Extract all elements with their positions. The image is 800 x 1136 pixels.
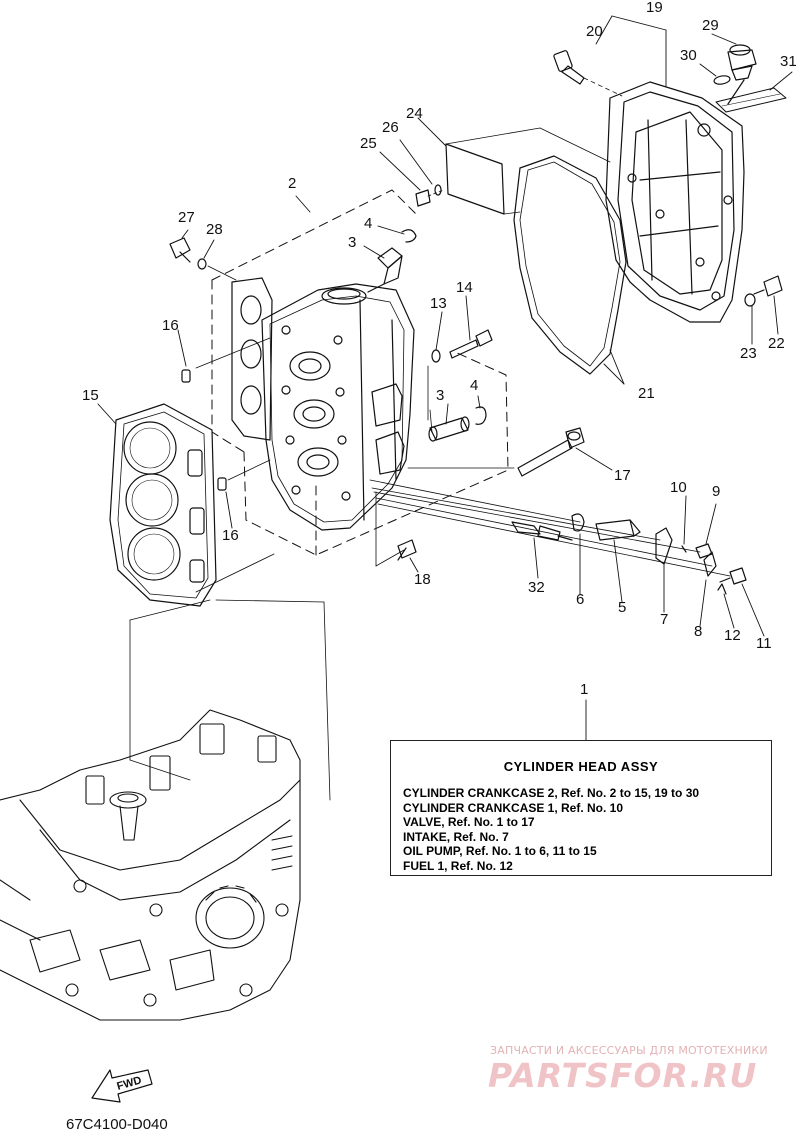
- legend-line: INTAKE, Ref. No. 7: [403, 829, 509, 844]
- callout-23: 23: [740, 345, 757, 362]
- screw-11: [719, 567, 747, 585]
- callout-7: 7: [660, 611, 669, 628]
- callout-30: 30: [680, 47, 697, 64]
- legend-line: CYLINDER CRANKCASE 2, Ref. No. 2 to 15, …: [403, 786, 700, 800]
- plug: [431, 349, 441, 363]
- callout-32: 32: [528, 579, 545, 596]
- washer-28: [197, 258, 207, 270]
- caution-label: [715, 87, 787, 113]
- dowel-pin: [181, 369, 191, 383]
- callout-5: 5: [618, 599, 627, 616]
- callout-4: 4: [470, 377, 479, 394]
- legend-title: CYLINDER HEAD ASSY: [503, 759, 659, 774]
- callout-15: 15: [82, 387, 99, 404]
- assembly-leader-lines: [129, 265, 731, 801]
- callout-12: 12: [724, 627, 741, 644]
- callout-leaders: [97, 15, 793, 741]
- head-bolt-14: [449, 329, 493, 359]
- callout-1: 1: [580, 681, 589, 698]
- callout-31: 31: [780, 53, 797, 70]
- dowel-pin: [217, 477, 227, 491]
- callout-27: 27: [178, 209, 195, 226]
- legend-line: VALVE, Ref. No. 1 to 17: [403, 815, 535, 829]
- cover-plate: [445, 127, 611, 215]
- head-rear-gasket: [231, 277, 273, 441]
- bolt-18: [397, 539, 417, 561]
- fwd-arrow: [91, 1069, 153, 1103]
- valve-clip-right: [475, 406, 487, 425]
- gasket-6: [571, 513, 585, 532]
- clip-12: [717, 583, 727, 595]
- valve-cover: [605, 81, 745, 323]
- plate-screw: [415, 184, 445, 207]
- callout-17: 17: [614, 467, 631, 484]
- head-gasket: [109, 403, 217, 607]
- crankcase-block: [0, 709, 301, 1021]
- cover-gasket: [513, 155, 627, 375]
- bracket-7: [655, 527, 673, 565]
- valve-right: [428, 416, 470, 442]
- legend-lines: CYLINDER CRANKCASE 2, Ref. No. 2 to 15, …: [403, 786, 699, 873]
- callout-19: 19: [646, 0, 663, 16]
- callout-3: 3: [348, 234, 357, 251]
- callout-20: 20: [586, 23, 603, 40]
- callout-3: 3: [436, 387, 445, 404]
- drawing-code: 67C4100-D040: [66, 1116, 168, 1133]
- callout-2: 2: [288, 175, 297, 192]
- watermark-logo: PARTSFOR.RU: [488, 1056, 758, 1095]
- oil-filler-cap: [727, 44, 757, 105]
- callout-10: 10: [670, 479, 687, 496]
- legend-line: OIL PUMP, Ref. No. 1 to 6, 11 to 15: [403, 844, 597, 858]
- washer-9: [695, 543, 713, 559]
- callout-13: 13: [430, 295, 447, 312]
- spark-plug: [511, 521, 573, 541]
- assembly-legend-box: CYLINDER HEAD ASSY CYLINDER CRANKCASE 2,…: [390, 740, 772, 876]
- callout-14: 14: [456, 279, 473, 296]
- bolt-27: [169, 237, 191, 263]
- callout-21: 21: [638, 385, 655, 402]
- valve-clip-top: [401, 229, 417, 243]
- cylinder-head: [261, 283, 415, 531]
- callout-18: 18: [414, 571, 431, 588]
- long-bolt: [517, 427, 585, 477]
- callout-26: 26: [382, 119, 399, 136]
- callout-24: 24: [406, 105, 423, 122]
- callout-22: 22: [768, 335, 785, 352]
- assembly-dashed-box: [211, 189, 509, 556]
- valve-top: [367, 247, 403, 293]
- callout-8: 8: [694, 623, 703, 640]
- callout-11: 11: [756, 635, 772, 652]
- callout-4: 4: [364, 215, 373, 232]
- callout-29: 29: [702, 17, 719, 34]
- callout-16: 16: [162, 317, 179, 334]
- callout-6: 6: [576, 591, 585, 608]
- cover-bolt-small: [744, 275, 783, 307]
- callout-16: 16: [222, 527, 239, 544]
- legend-line: FUEL 1, Ref. No. 12: [403, 858, 513, 873]
- oil-cap-o-ring: [713, 75, 731, 85]
- legend-line: CYLINDER CRANKCASE 1, Ref. No. 10: [403, 800, 624, 815]
- callout-28: 28: [206, 221, 223, 238]
- watermark-tagline: ЗАПЧАСТИ И АКСЕССУАРЫ ДЛЯ МОТОТЕХНИКИ: [490, 1044, 768, 1057]
- tube-5: [595, 519, 641, 541]
- callout-9: 9: [712, 483, 721, 500]
- cover-bolt: [553, 50, 623, 97]
- callout-25: 25: [360, 135, 377, 152]
